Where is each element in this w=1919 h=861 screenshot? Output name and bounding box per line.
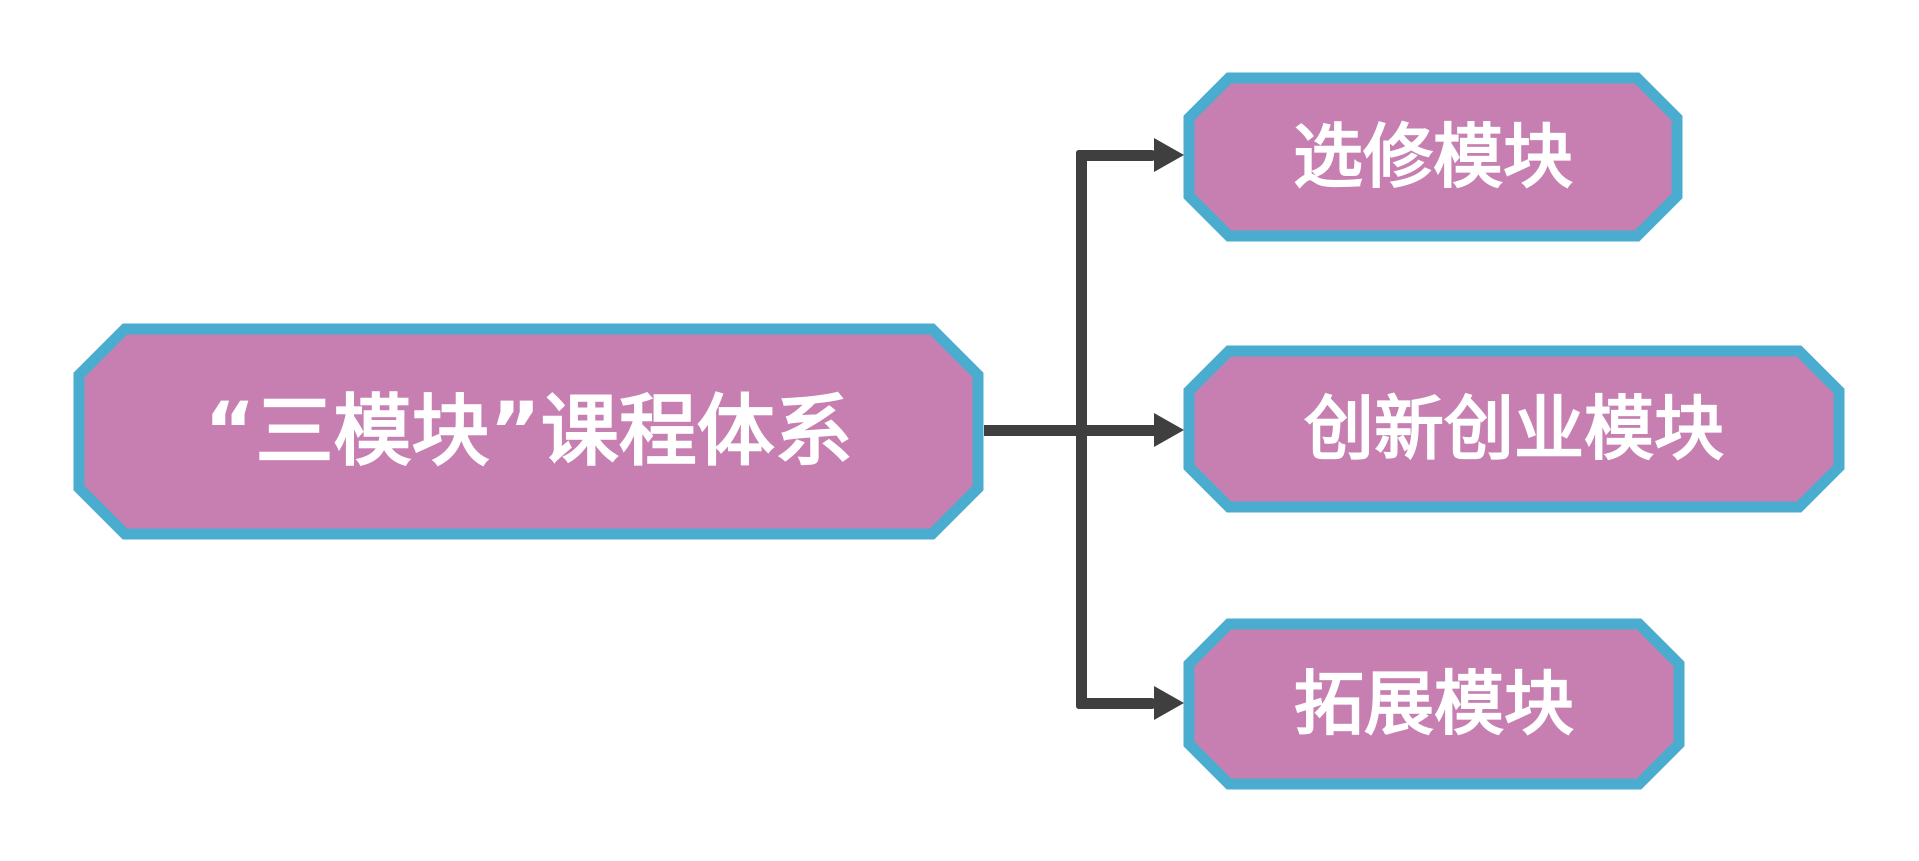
- arrowhead-to-expansion: [1154, 686, 1184, 720]
- node-expansion-label: 拓展模块: [1294, 663, 1574, 745]
- octagon-shape: [1183, 618, 1685, 790]
- node-innovation-label: 创新创业模块: [1304, 388, 1724, 470]
- arrowhead-to-elective: [1154, 138, 1184, 172]
- octagon-shape: [1183, 345, 1845, 513]
- node-root-curriculum-system: “三模块”课程体系: [73, 323, 984, 540]
- node-elective-label: 选修模块: [1293, 116, 1573, 198]
- node-root-label: “三模块”课程体系: [204, 386, 853, 477]
- node-expansion-module: 拓展模块: [1183, 618, 1685, 790]
- octagon-shape: [1183, 72, 1683, 242]
- connector-top-horizontal: [1076, 150, 1155, 161]
- connector-middle-horizontal: [984, 425, 1155, 436]
- node-elective-module: 选修模块: [1183, 72, 1683, 242]
- octagon-shape: [73, 323, 984, 540]
- connector-bottom-horizontal: [1076, 698, 1155, 709]
- node-innovation-module: 创新创业模块: [1183, 345, 1845, 513]
- arrowhead-to-innovation: [1154, 413, 1184, 447]
